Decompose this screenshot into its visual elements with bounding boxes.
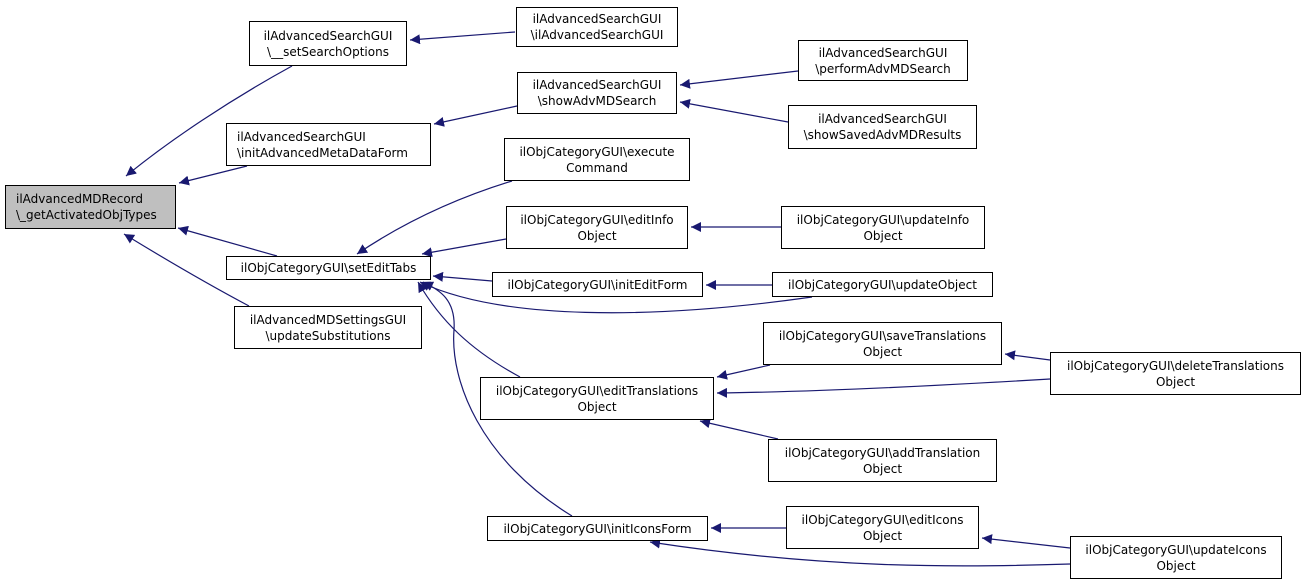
node-label-line2: \_getActivatedObjTypes [16,208,157,222]
node-ilAdvancedSearchGUI-constructor[interactable]: ilAdvancedSearchGUI \ilAdvancedSearchGUI [516,7,678,47]
edge-setEditTabs-to-root [177,225,278,257]
node-label-line2: Object [862,528,903,543]
node-label-line1: ilObjCategoryGUI\initEditForm [507,277,688,292]
node-label-line1: ilObjCategoryGUI\editInfo [520,212,674,227]
node-label-line1: ilObjCategoryGUI\updateObject [788,277,977,292]
node-label-line2: Object [1155,374,1196,389]
node-setEditTabs[interactable]: ilObjCategoryGUI\setEditTabs [226,256,431,280]
edge-executeCommand-to-setEditTabs [356,180,513,255]
node-label-line1: ilAdvancedSearchGUI [818,112,947,126]
node-label-line1: ilObjCategoryGUI\updateIcons [1085,542,1267,557]
node-editIconsObject[interactable]: ilObjCategoryGUI\editIcons Object [786,506,979,549]
node-label-line1: ilObjCategoryGUI\deleteTranslations [1067,358,1284,373]
node-label-line2: Object [862,344,903,359]
node-label-line1: ilAdvancedSearchGUI [263,28,393,43]
node-label-line2: \showSavedAdvMDResults [803,128,962,142]
node-editInfoObject[interactable]: ilObjCategoryGUI\editInfo Object [506,206,688,249]
node-label-line1: ilAdvancedSearchGUI [237,129,366,144]
edge-saveTranslationsObject-to-editTranslationsObject [716,364,771,380]
node-label-line1: ilObjCategoryGUI\execute [519,144,675,159]
node-label-line1: ilObjCategoryGUI\initIconsForm [503,521,692,536]
node-label-line1: ilAdvancedSearchGUI [532,12,662,26]
node-label-line2: \showAdvMDSearch [537,94,657,108]
edge-asConstructor-to-setSearchOptions [409,31,516,45]
node-label-line1: ilObjCategoryGUI\updateInfo [796,212,970,227]
node-showAdvMDSearch[interactable]: ilAdvancedSearchGUI \showAdvMDSearch [517,72,677,114]
edge-showAdvMDSearch-to-initAdvMetaDataForm [433,105,518,127]
edge-updateIconsObject-to-initIconsForm [649,538,1071,567]
edge-initIconsForm-to-setEditTabs [422,281,573,517]
node-root-getActivatedObjTypes[interactable]: ilAdvancedMDRecord \_getActivatedObjType… [5,185,176,229]
edge-deleteTranslationsObject-to-saveTranslationsObject [1004,350,1051,361]
node-updateIconsObject[interactable]: ilObjCategoryGUI\updateIcons Object [1070,536,1282,579]
node-label-line1: ilAdvancedSearchGUI [818,45,948,60]
node-setSearchOptions[interactable]: ilAdvancedSearchGUI \__setSearchOptions [249,21,407,66]
node-label-line2: Command [566,160,628,175]
node-label-line1: ilObjCategoryGUI\saveTranslations [778,328,987,343]
node-performAdvMDSearch[interactable]: ilAdvancedSearchGUI \performAdvMDSearch [798,40,968,81]
node-label-line1: ilAdvancedMDSettingsGUI [249,312,407,327]
node-label-line1: ilAdvancedSearchGUI [532,78,662,92]
node-executeCommand[interactable]: ilObjCategoryGUI\execute Command [504,138,690,181]
edge-deleteTranslationsObject-to-editTranslationsObject [716,378,1051,398]
edge-addTranslationObject-to-editTranslationsObject [699,418,779,440]
edge-initEditForm-to-setEditTabs [432,271,493,282]
node-label-line2: Object [863,228,903,243]
node-label-line2: Object [1156,558,1196,573]
node-label-line2: \performAdvMDSearch [815,61,951,76]
node-label-line1: ilObjCategoryGUI\editIcons [801,512,964,527]
edge-initAdvMetaDataForm-to-root [178,165,248,186]
edge-updateIconsObject-to-editIconsObject [981,534,1071,549]
node-addTranslationObject[interactable]: ilObjCategoryGUI\addTranslation Object [768,439,997,482]
node-label-line2: \initAdvancedMetaDataForm [237,145,408,160]
node-label-line1: ilObjCategoryGUI\setEditTabs [240,261,417,275]
node-initAdvancedMetaDataForm[interactable]: ilAdvancedSearchGUI \initAdvancedMetaDat… [226,123,431,166]
node-label-line1: ilObjCategoryGUI\addTranslation [784,445,981,460]
node-label-line2: Object [862,461,903,476]
edge-updateObject-to-setEditTabs [419,281,813,314]
node-initEditForm[interactable]: ilObjCategoryGUI\initEditForm [492,272,703,297]
node-label-line2: \__setSearchOptions [267,44,389,59]
node-label-line1: ilAdvancedMDRecord [16,192,143,206]
node-label-line2: Object [577,228,617,243]
edge-performAdvMDSearch-to-showAdvMDSearch [679,70,799,89]
edge-updateSubstitutions-to-root [123,233,250,307]
node-saveTranslationsObject[interactable]: ilObjCategoryGUI\saveTranslations Object [763,322,1002,365]
node-label-line2: \updateSubstitutions [265,328,391,343]
edge-setSearchOptions-to-root [125,65,293,177]
node-label-line1: ilObjCategoryGUI\editTranslations [495,383,699,398]
node-label-line2: \ilAdvancedSearchGUI [530,28,664,42]
edge-editInfoObject-to-setEditTabs [421,238,507,258]
node-editTranslationsObject[interactable]: ilObjCategoryGUI\editTranslations Object [480,377,714,420]
node-updateSubstitutions[interactable]: ilAdvancedMDSettingsGUI \updateSubstitut… [234,306,422,349]
node-updateInfoObject[interactable]: ilObjCategoryGUI\updateInfo Object [781,206,985,249]
edge-editTranslationsObject-to-setEditTabs [417,281,521,378]
node-deleteTranslationsObject[interactable]: ilObjCategoryGUI\deleteTranslations Obje… [1050,352,1301,395]
node-label-line2: Object [577,399,617,414]
node-initIconsForm[interactable]: ilObjCategoryGUI\initIconsForm [487,516,708,541]
node-updateObject[interactable]: ilObjCategoryGUI\updateObject [772,272,993,297]
node-showSavedAdvMDResults[interactable]: ilAdvancedSearchGUI \showSavedAdvMDResul… [788,105,977,149]
edge-showSavedAdvMDResults-to-showAdvMDSearch [679,98,789,123]
